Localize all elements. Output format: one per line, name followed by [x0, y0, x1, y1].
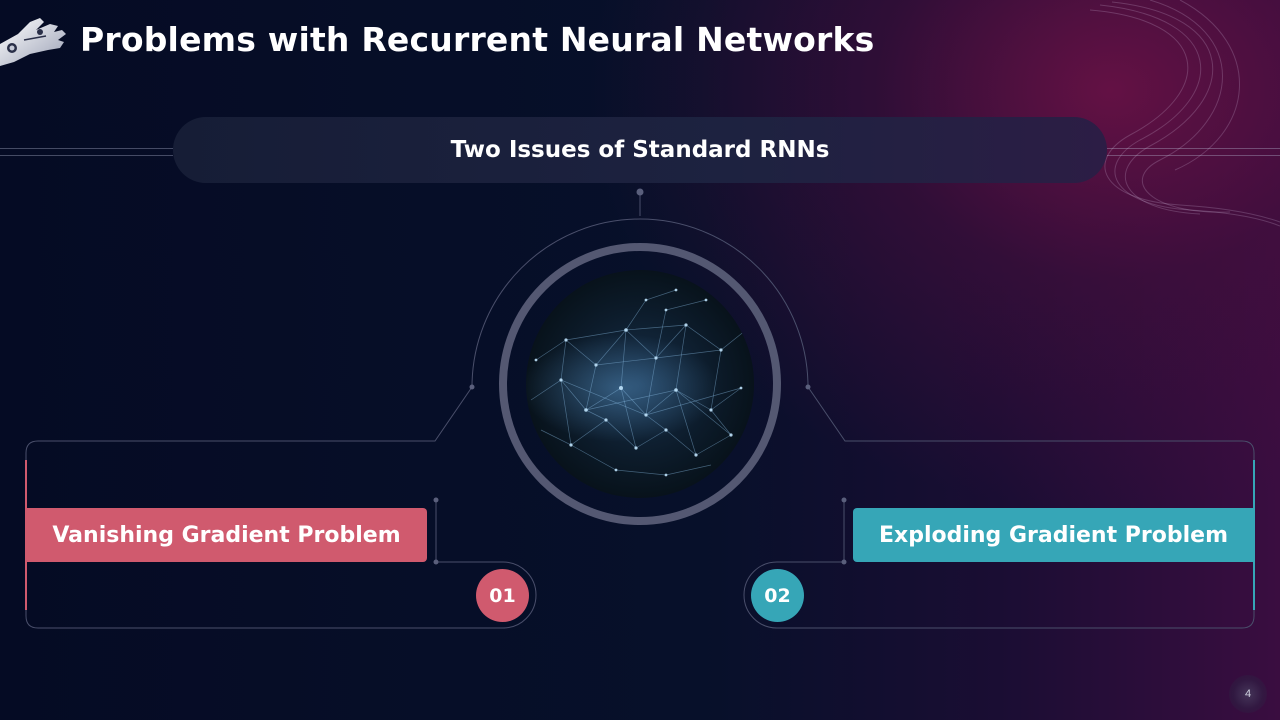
neural-network-image	[526, 270, 754, 498]
vanishing-gradient-label: Vanishing Gradient Problem	[26, 508, 427, 562]
exploding-gradient-label: Exploding Gradient Problem	[853, 508, 1254, 562]
slide-title: Problems with Recurrent Neural Networks	[80, 20, 875, 59]
subtitle-banner: Two Issues of Standard RNNs	[173, 117, 1107, 183]
robot-hand-icon	[0, 18, 66, 66]
banner-text: Two Issues of Standard RNNs	[450, 137, 830, 163]
number-badge-02: 02	[751, 569, 804, 622]
banner-line-left	[0, 148, 173, 156]
banner-line-right	[1107, 148, 1280, 156]
page-number: 4	[1229, 675, 1267, 713]
number-badge-01: 01	[476, 569, 529, 622]
image-ring	[499, 243, 781, 525]
